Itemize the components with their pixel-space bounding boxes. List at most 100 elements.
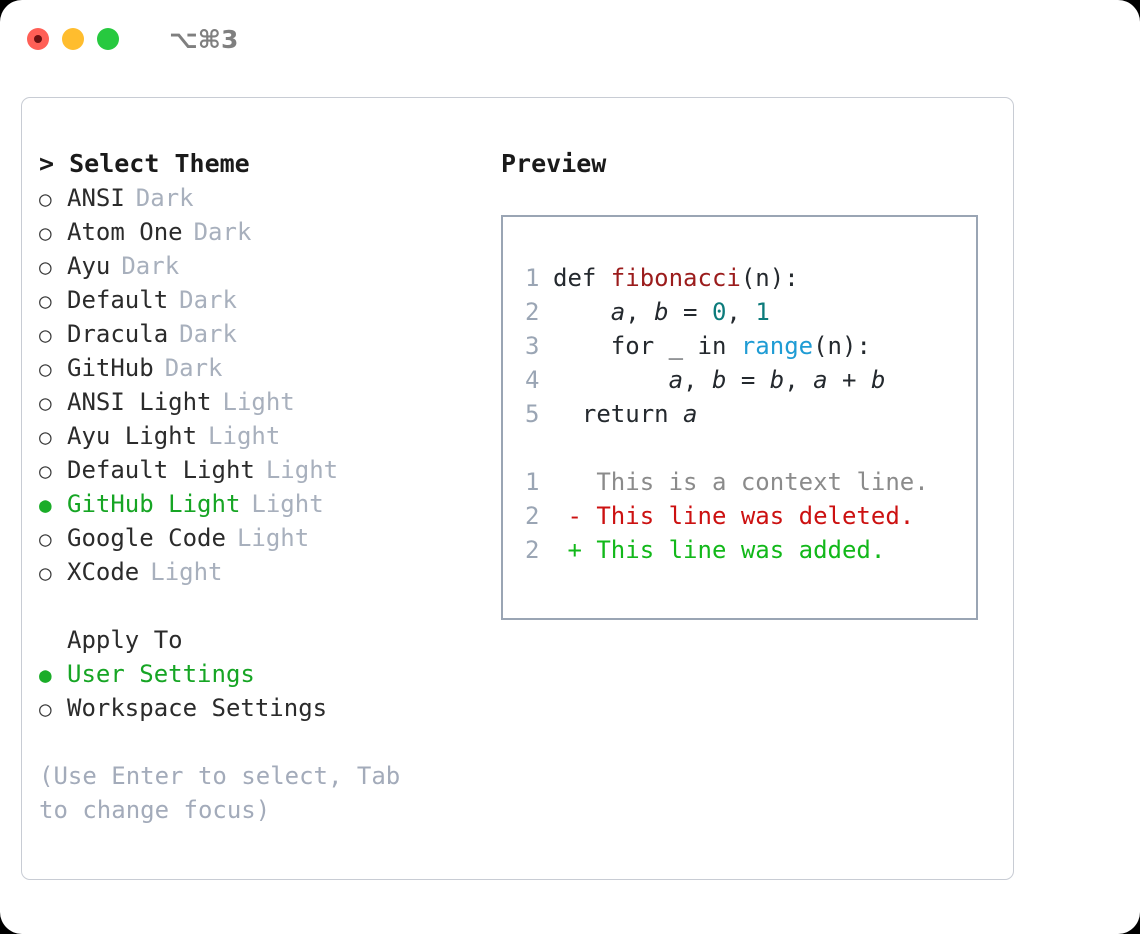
code-token: for _ in (553, 332, 741, 360)
code-token: (n): (740, 264, 799, 292)
code-token: a (610, 298, 626, 326)
code-token: range (740, 332, 814, 360)
diff-line: 2 + This line was added. (525, 533, 976, 567)
code-diff-spacer (525, 431, 976, 465)
code-line: 5 return a (525, 397, 976, 431)
code-token (553, 363, 669, 397)
theme-name: Default Light (67, 456, 255, 484)
theme-variant-tag: Light (236, 524, 310, 552)
code-token: 1 (755, 298, 770, 326)
theme-list-item[interactable]: ○ Google Code Light (39, 521, 489, 555)
apply-to-option[interactable]: ○ Workspace Settings (39, 691, 489, 725)
apply-to-option[interactable]: ● User Settings (39, 657, 489, 691)
code-line: 3 for _ in range(n): (525, 329, 976, 363)
code-token: b (654, 298, 669, 326)
theme-list-item[interactable]: ● GitHub Light Light (39, 487, 489, 521)
code-token: fibonacci (610, 264, 741, 292)
code-token: 0 (711, 298, 727, 326)
code-line: 2 a, b = 0, 1 (525, 295, 976, 329)
line-number: 2 (525, 536, 540, 564)
theme-list-item[interactable]: ○ Dracula Dark (39, 317, 489, 351)
line-number: 3 (525, 332, 540, 360)
theme-name: Ayu (67, 252, 111, 280)
theme-name: GitHub Light (67, 490, 241, 518)
theme-list-item[interactable]: ○ Default Light Light (39, 453, 489, 487)
code-line: 4 a, b = b, a + b (525, 363, 976, 397)
page-title: > Select Theme (39, 149, 250, 178)
theme-name: Google Code (67, 524, 226, 552)
keyboard-shortcut-label: ⌥⌘3 (169, 24, 239, 54)
code-token: a (668, 366, 684, 394)
minimize-button[interactable] (62, 28, 84, 50)
close-button[interactable] (27, 28, 49, 50)
radio-unselected-icon: ○ (39, 697, 52, 721)
radio-unselected-icon: ○ (39, 323, 52, 347)
theme-name: GitHub (67, 354, 154, 382)
theme-variant-tag: Dark (179, 286, 237, 314)
theme-name: Default (67, 286, 169, 314)
radio-selected-icon: ● (39, 493, 52, 517)
code-token: = (668, 298, 712, 326)
theme-list-item[interactable]: ○ Default Dark (39, 283, 489, 317)
list-spacer (39, 589, 489, 623)
code-token: b (711, 366, 727, 394)
code-token: b (870, 366, 886, 394)
line-number: 2 (525, 502, 540, 530)
theme-variant-tag: Dark (135, 184, 194, 212)
code-token: a (813, 366, 828, 394)
radio-unselected-icon: ○ (39, 391, 52, 415)
apply-to-heading: Apply To (67, 626, 183, 654)
theme-variant-tag: Light (150, 558, 223, 586)
radio-unselected-icon: ○ (39, 527, 52, 551)
code-token: + (827, 366, 871, 394)
apply-to-label: Workspace Settings (67, 694, 328, 722)
theme-name: Dracula (67, 320, 169, 348)
code-token: , (784, 366, 814, 394)
radio-unselected-icon: ○ (39, 221, 52, 245)
theme-name: ANSI Light (67, 388, 212, 416)
line-number: 1 (525, 264, 540, 292)
apply-to-options[interactable]: ● User Settings ○ Workspace Settings (39, 657, 489, 725)
theme-name: Ayu Light (67, 422, 198, 450)
code-token: - This line was deleted. (553, 502, 915, 530)
code-token: (n): (813, 332, 871, 360)
radio-unselected-icon: ○ (39, 187, 52, 211)
code-token: a (711, 468, 727, 496)
theme-variant-tag: Dark (179, 320, 237, 348)
code-token: This is (553, 468, 712, 496)
radio-selected-icon: ● (39, 663, 52, 687)
title-bar: ⌥⌘3 (0, 0, 1140, 78)
theme-name: XCode (67, 558, 140, 586)
maximize-button[interactable] (97, 28, 119, 50)
radio-unselected-icon: ○ (39, 561, 52, 585)
radio-unselected-icon: ○ (39, 425, 52, 449)
radio-unselected-icon: ○ (39, 255, 52, 279)
theme-list-item[interactable]: ○ XCode Light (39, 555, 489, 589)
apply-to-label: User Settings (67, 660, 255, 688)
code-token: = (726, 366, 770, 394)
line-number: 4 (525, 366, 540, 394)
preview-heading: Preview (501, 149, 607, 178)
radio-unselected-icon: ○ (39, 459, 52, 483)
code-token: + This line was added. (553, 536, 886, 564)
theme-variant-tag: Light (251, 490, 324, 518)
radio-unselected-icon: ○ (39, 289, 52, 313)
theme-variant-tag: Light (265, 456, 339, 484)
code-token: b (769, 366, 785, 394)
close-icon (34, 35, 42, 43)
window-controls (27, 28, 119, 50)
code-token: return (553, 400, 684, 428)
